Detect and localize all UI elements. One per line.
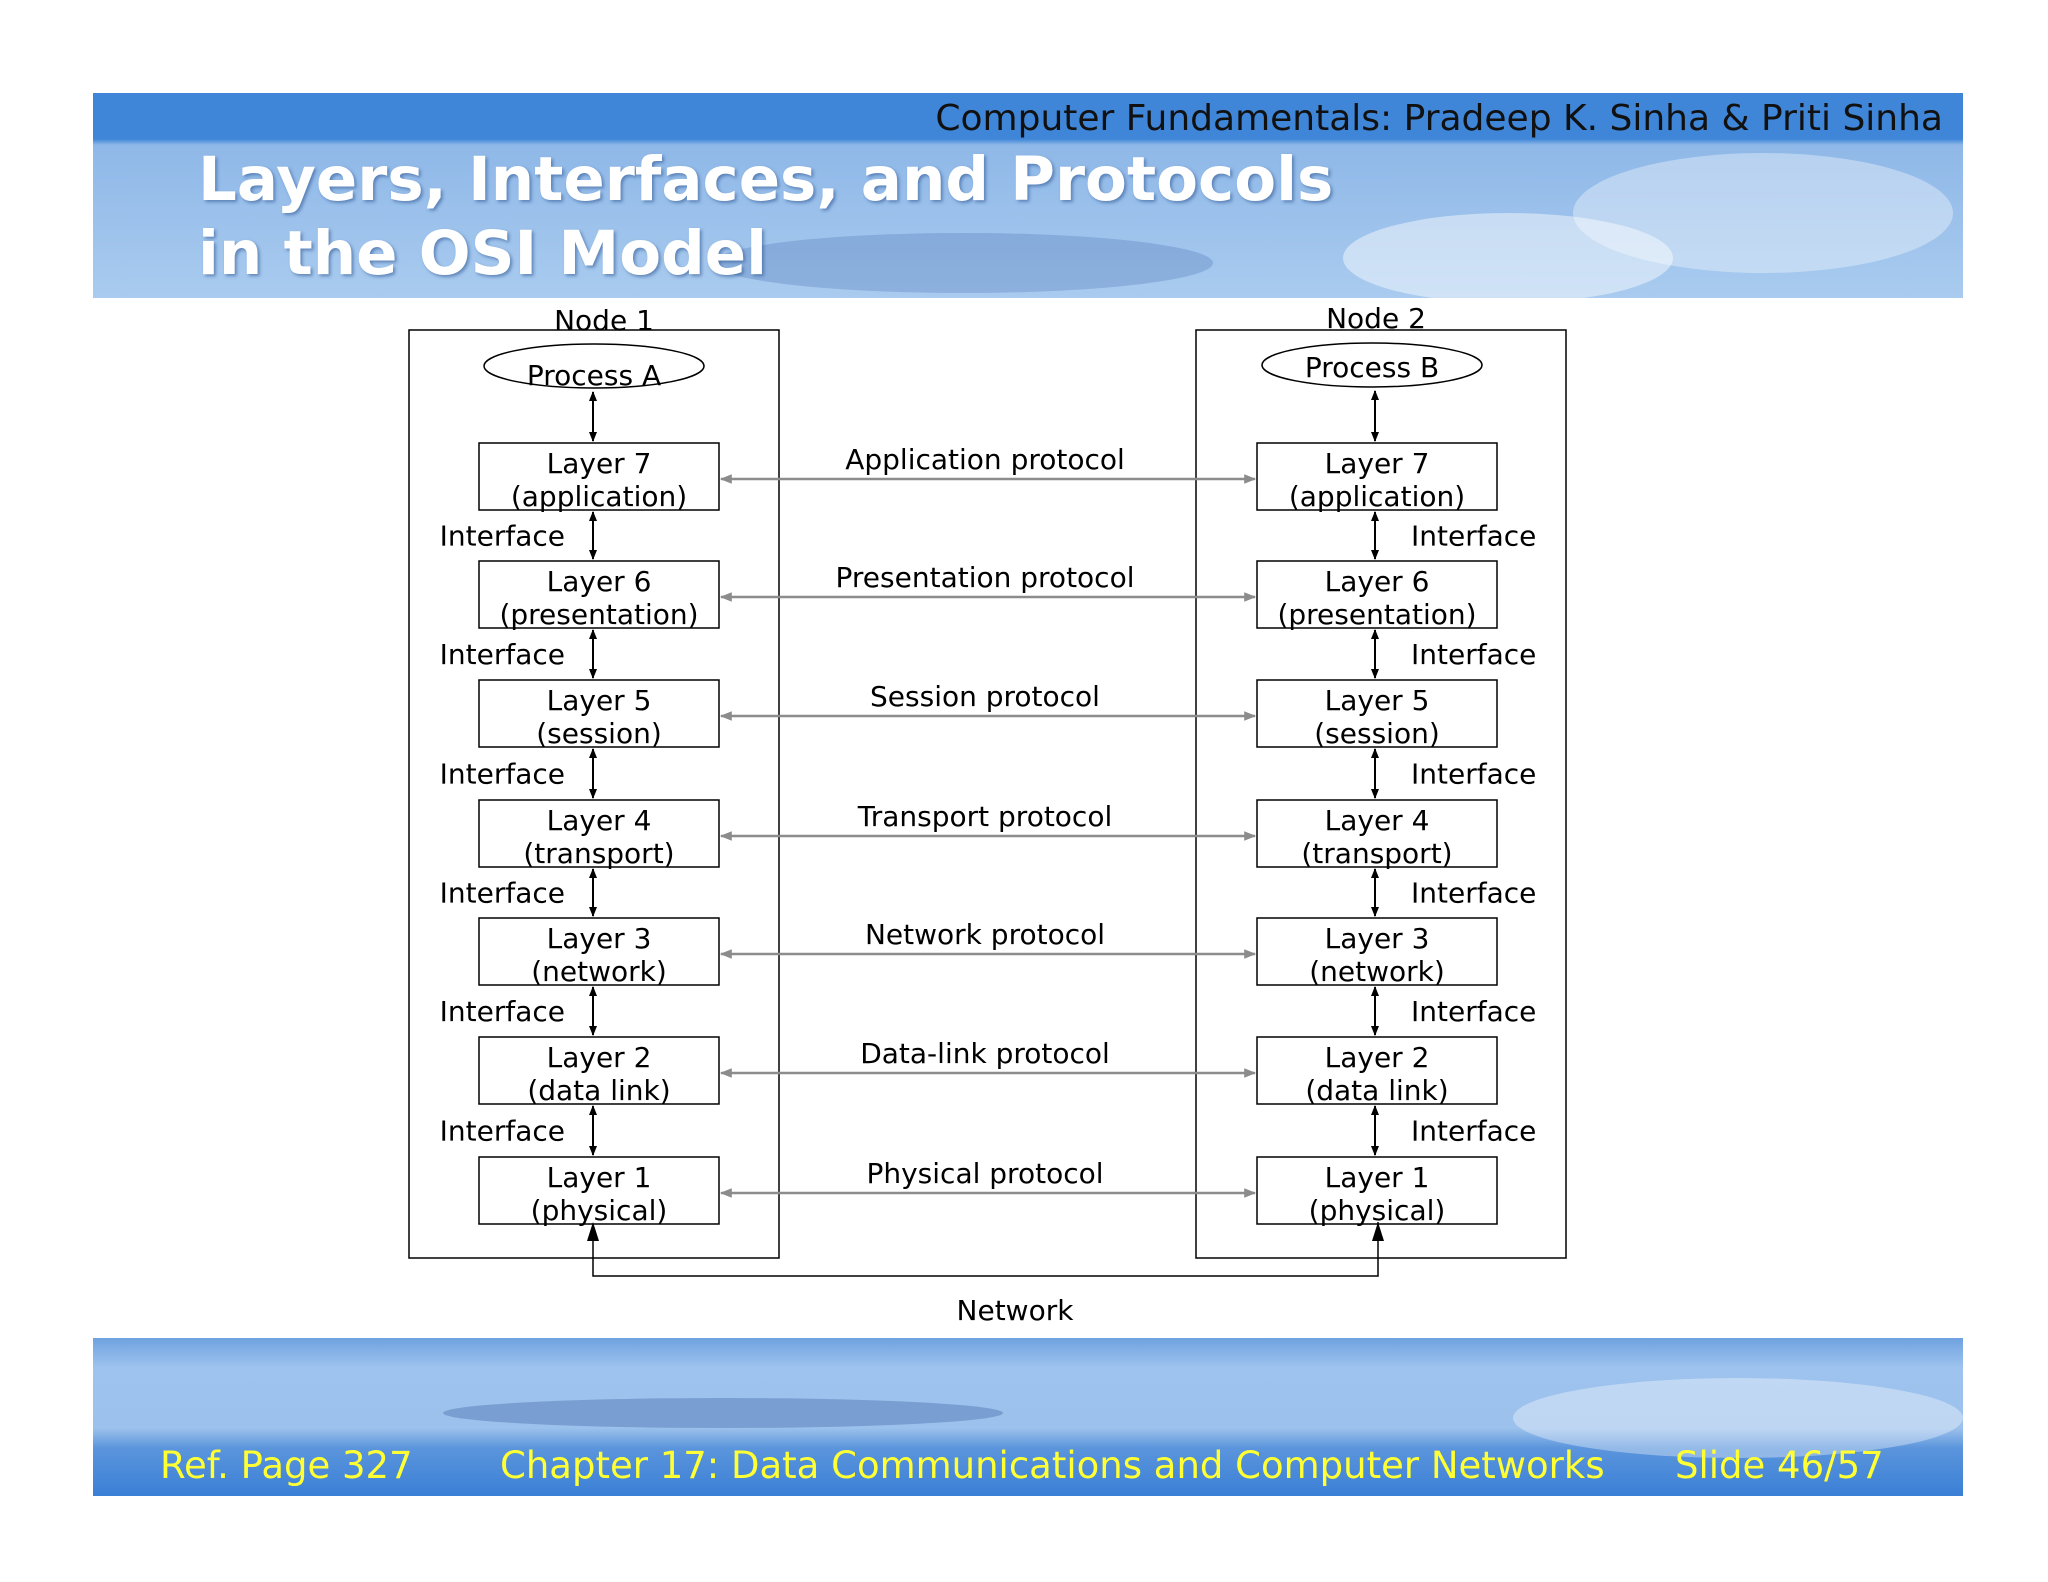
ref-page: Ref. Page 327 xyxy=(160,1444,413,1487)
node2-layer-7-box xyxy=(1256,442,1498,511)
node-2-frame xyxy=(1195,329,1567,1259)
node-1-frame xyxy=(408,329,780,1259)
node1-layer-7-name: Layer 7 xyxy=(547,447,652,480)
slide-title-line-2: in the OSI Model xyxy=(198,218,768,289)
protocol-label: Session protocol xyxy=(870,680,1100,713)
node2-layer-2-box xyxy=(1256,1036,1498,1105)
node1-layer-5-name: Layer 5 xyxy=(547,684,652,717)
network-label: Network xyxy=(957,1294,1075,1327)
network-link xyxy=(592,1222,1379,1277)
process-a-ellipse xyxy=(483,343,705,389)
network-arrow-node-1 xyxy=(587,1222,599,1241)
node1-layer-4-role: (transport) xyxy=(523,837,674,870)
protocol-label: Network protocol xyxy=(865,918,1105,951)
node2-interface-label: Interface xyxy=(1411,995,1536,1028)
node1-layer-2-box xyxy=(478,1036,720,1105)
protocol-label: Transport protocol xyxy=(857,800,1113,833)
node1-interface-label: Interface xyxy=(440,1115,565,1148)
network-arrow-node-2 xyxy=(1372,1222,1384,1241)
node2-layer-5-role: (session) xyxy=(1314,717,1440,750)
protocol-label: Presentation protocol xyxy=(836,561,1135,594)
node1-interface-label: Interface xyxy=(440,877,565,910)
node1-layer-4-box xyxy=(478,799,720,868)
node2-layer-5-name: Layer 5 xyxy=(1325,684,1430,717)
node2-layer-3-name: Layer 3 xyxy=(1325,922,1430,955)
node-2-label: Node 2 xyxy=(1326,302,1426,335)
node1-layer-4-name: Layer 4 xyxy=(547,804,652,837)
node1-layer-7-role: (application) xyxy=(511,480,687,513)
node1-interface-label: Interface xyxy=(440,758,565,791)
process-a-label: Process A xyxy=(527,359,661,392)
node2-interface-label: Interface xyxy=(1411,877,1536,910)
protocol-label: Physical protocol xyxy=(866,1157,1103,1190)
mouse-decoration xyxy=(1343,213,1673,298)
node1-layer-2-role: (data link) xyxy=(527,1074,670,1107)
node1-layer-5-box xyxy=(478,679,720,748)
node2-layer-7-name: Layer 7 xyxy=(1325,447,1430,480)
node2-layer-4-box xyxy=(1256,799,1498,868)
node1-interface-label: Interface xyxy=(440,995,565,1028)
node1-interface-label: Interface xyxy=(440,638,565,671)
node1-layer-2-name: Layer 2 xyxy=(547,1041,652,1074)
node2-interface-label: Interface xyxy=(1411,758,1536,791)
keyboard-decoration xyxy=(1573,153,1953,273)
node2-layer-3-role: (network) xyxy=(1309,955,1445,988)
node1-layer-3-box xyxy=(478,917,720,986)
chapter-title: Chapter 17: Data Communications and Comp… xyxy=(500,1444,1605,1487)
node1-layer-6-name: Layer 6 xyxy=(547,565,652,598)
shadow-decoration xyxy=(443,1398,1003,1428)
node2-layer-7-role: (application) xyxy=(1289,480,1465,513)
node1-layer-1-box xyxy=(478,1156,720,1225)
node2-layer-1-role: (physical) xyxy=(1309,1194,1446,1227)
node2-layer-1-box xyxy=(1256,1156,1498,1225)
footer-banner xyxy=(93,1338,1963,1496)
header-banner xyxy=(93,93,1963,298)
node2-layer-5-box xyxy=(1256,679,1498,748)
node1-interface-label: Interface xyxy=(440,520,565,553)
node1-layer-5-role: (session) xyxy=(536,717,662,750)
node2-layer-6-box xyxy=(1256,560,1498,629)
node2-interface-label: Interface xyxy=(1411,520,1536,553)
node1-layer-3-role: (network) xyxy=(531,955,667,988)
credit-line: Computer Fundamentals: Pradeep K. Sinha … xyxy=(935,98,1943,139)
layer-stacks: Layer 7(application)Layer 6(presentation… xyxy=(440,390,1536,1227)
node2-layer-2-role: (data link) xyxy=(1305,1074,1448,1107)
protocol-label: Data-link protocol xyxy=(860,1037,1110,1070)
process-b-label: Process B xyxy=(1305,351,1439,384)
slide-number: Slide 46/57 xyxy=(1675,1444,1884,1487)
node1-layer-7-box xyxy=(478,442,720,511)
node2-layer-3-box xyxy=(1256,917,1498,986)
node2-layer-1-name: Layer 1 xyxy=(1325,1161,1430,1194)
node2-interface-label: Interface xyxy=(1411,1115,1536,1148)
process-b-ellipse xyxy=(1261,342,1483,388)
node1-layer-6-role: (presentation) xyxy=(499,598,698,631)
node2-interface-label: Interface xyxy=(1411,638,1536,671)
slide-title-line-1: Layers, Interfaces, and Protocols xyxy=(198,144,1334,215)
keyboard-decoration xyxy=(1513,1378,1963,1458)
node2-layer-6-role: (presentation) xyxy=(1277,598,1476,631)
node2-layer-6-name: Layer 6 xyxy=(1325,565,1430,598)
slide-title: Layers, Interfaces, and Protocols in the… xyxy=(198,143,1333,291)
node2-layer-4-name: Layer 4 xyxy=(1325,804,1430,837)
node-1-label: Node 1 xyxy=(554,304,654,337)
shadow-decoration xyxy=(713,233,1213,293)
node2-layer-4-role: (transport) xyxy=(1301,837,1452,870)
protocol-label: Application protocol xyxy=(845,443,1125,476)
node2-layer-2-name: Layer 2 xyxy=(1325,1041,1430,1074)
node1-layer-3-name: Layer 3 xyxy=(547,922,652,955)
node1-layer-1-name: Layer 1 xyxy=(547,1161,652,1194)
node1-layer-6-box xyxy=(478,560,720,629)
node1-layer-1-role: (physical) xyxy=(531,1194,668,1227)
